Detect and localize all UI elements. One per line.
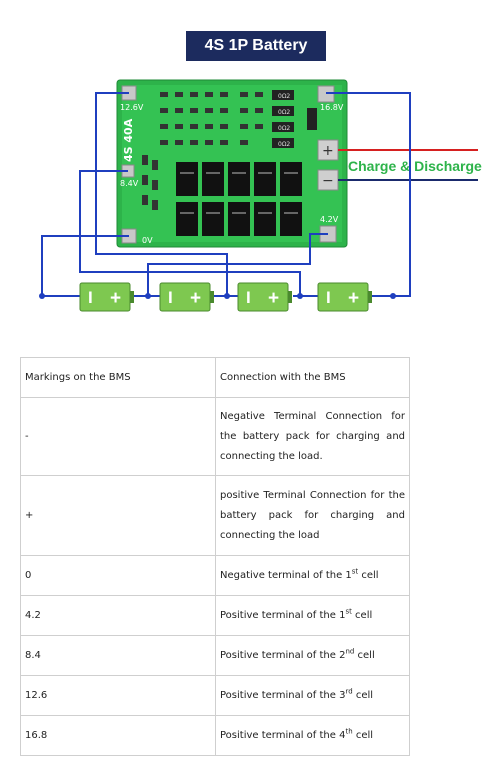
table-row: +positive Terminal Connection for the ba… — [20, 475, 410, 556]
cell-positive-symbol: + — [190, 288, 201, 309]
mosfet — [202, 162, 224, 196]
resistor-group: 0Ω2 0Ω2 0Ω2 0Ω2 — [272, 90, 294, 148]
junction-dots — [39, 293, 396, 299]
bms-marking-cell: 12.6 — [20, 675, 216, 716]
mosfet — [280, 202, 302, 236]
mosfet — [176, 202, 198, 236]
mosfet — [254, 202, 276, 236]
bms-connection-cell: Positive terminal of the 2nd cell — [215, 635, 410, 676]
resistor-label: 0Ω2 — [278, 125, 290, 132]
battery-cells: I + I + I + I + — [79, 282, 372, 312]
bms-connection-cell: Positive terminal of the 1st cell — [215, 595, 410, 636]
cell-negative-symbol: I — [168, 288, 173, 307]
charge-discharge-label: Charge & Discharge — [348, 158, 482, 174]
bms-marking-cell: 8.4 — [20, 635, 216, 676]
diode — [307, 108, 317, 130]
minus-pad-symbol: − — [322, 173, 334, 189]
resistor-label: 0Ω2 — [278, 109, 290, 116]
bms-connection-cell: Negative terminal of the 1st cell — [215, 555, 410, 596]
table-header-cell: Markings on the BMS — [20, 357, 216, 398]
mosfet-array — [176, 162, 302, 236]
wire-12v6 — [95, 92, 228, 296]
label-12v6: 12.6V — [120, 103, 144, 112]
cell-positive-symbol: + — [348, 288, 359, 309]
label-4v2: 4.2V — [320, 215, 339, 224]
mosfet — [228, 162, 250, 196]
bms-connection-cell: Positive terminal of the 3rd cell — [215, 675, 410, 716]
label-0v: 0V — [142, 236, 153, 245]
wire-0v — [41, 235, 129, 297]
table-row: -Negative Terminal Connection for the ba… — [20, 397, 410, 476]
resistor-label: 0Ω2 — [278, 93, 290, 100]
cell-negative-symbol: I — [326, 288, 331, 307]
mosfet — [176, 162, 198, 196]
bms-connection-cell: positive Terminal Connection for the bat… — [215, 475, 410, 556]
cell-positive-symbol: + — [110, 288, 121, 309]
battery-cell-terminal — [368, 291, 372, 303]
bms-marking-cell: 16.8 — [20, 715, 216, 756]
resistor — [272, 122, 294, 132]
bms-marking-cell: 4.2 — [20, 595, 216, 636]
cell-negative-symbol: I — [88, 288, 93, 307]
bms-connection-cell: Positive terminal of the 4th cell — [215, 715, 410, 756]
table-header-cell: Connection with the BMS — [215, 357, 410, 398]
label-model: 4S 40A — [122, 118, 135, 162]
bms-marking-cell: - — [20, 397, 216, 476]
mosfet — [254, 162, 276, 196]
resistor-label: 0Ω2 — [278, 141, 290, 148]
resistor — [272, 106, 294, 116]
battery-cell-terminal — [130, 291, 134, 303]
wire-8v4 — [79, 170, 301, 296]
wire-16v8 — [326, 92, 411, 297]
label-8v4: 8.4V — [120, 179, 139, 188]
wire-4v2 — [147, 233, 328, 296]
resistor — [272, 90, 294, 100]
label-16v8: 16.8V — [320, 103, 344, 112]
battery-cell-terminal — [210, 291, 214, 303]
bms-marking-cell: 0 — [20, 555, 216, 596]
smd-components — [142, 92, 263, 210]
plus-pad-symbol: + — [322, 143, 334, 159]
resistor — [272, 138, 294, 148]
mosfet — [202, 202, 224, 236]
mosfet — [228, 202, 250, 236]
bms-wiring-diagram: 0Ω2 0Ω2 0Ω2 0Ω2 + − — [39, 79, 482, 312]
bms-marking-cell: + — [20, 475, 216, 556]
cell-negative-symbol: I — [246, 288, 251, 307]
battery-cell-terminal — [288, 291, 292, 303]
cell-positive-symbol: + — [268, 288, 279, 309]
mosfet — [280, 162, 302, 196]
bms-connection-cell: Negative Terminal Connection for the bat… — [215, 397, 410, 476]
diagram-title: 4S 1P Battery — [186, 31, 326, 61]
